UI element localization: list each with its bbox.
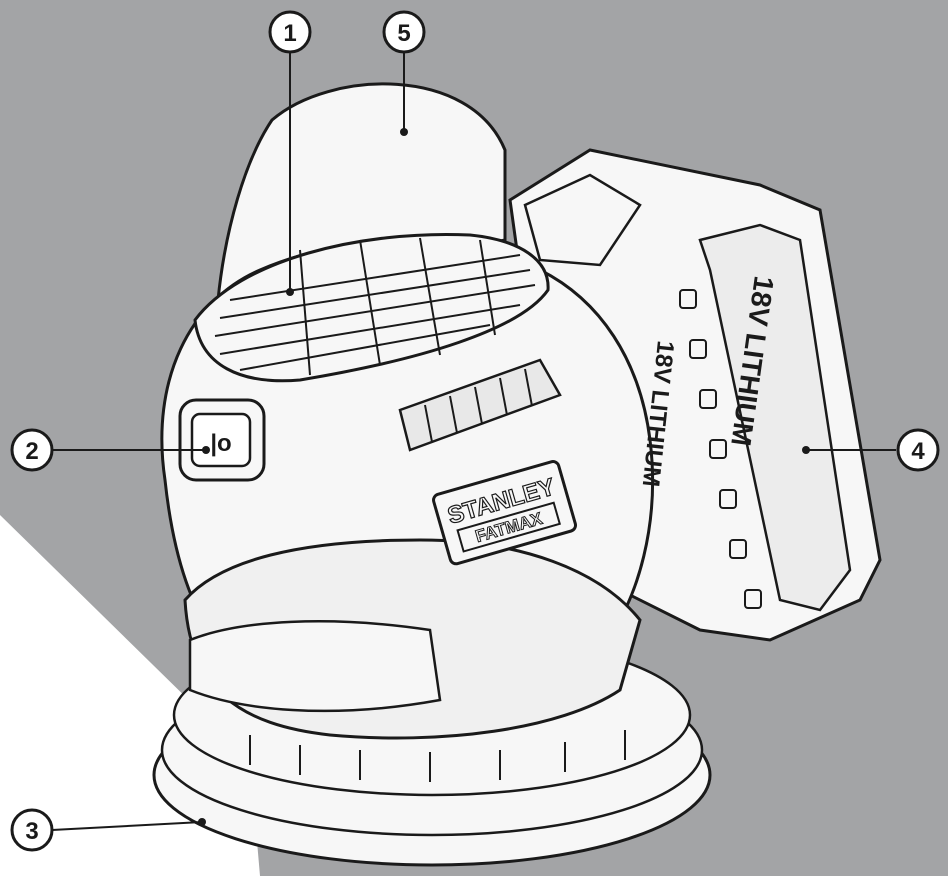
grip-ridges (214, 237, 536, 376)
callout-number: 4 (911, 438, 925, 465)
callout-dots (198, 128, 810, 826)
callout-number: 2 (25, 438, 38, 465)
callout-5: 5 (382, 10, 426, 54)
callout-2: 2 (10, 428, 54, 472)
callout-lines (51, 50, 896, 831)
switch-symbol: |o (210, 430, 231, 457)
callout-number: 3 (25, 818, 38, 845)
side-vents (398, 358, 562, 452)
callout-4: 4 (896, 428, 940, 472)
front-window (188, 620, 442, 713)
pad-vents (249, 730, 626, 782)
callout-number: 5 (397, 20, 410, 47)
callout-number: 1 (283, 20, 296, 47)
callout-3: 3 (10, 808, 54, 852)
callout-1: 1 (268, 10, 312, 54)
